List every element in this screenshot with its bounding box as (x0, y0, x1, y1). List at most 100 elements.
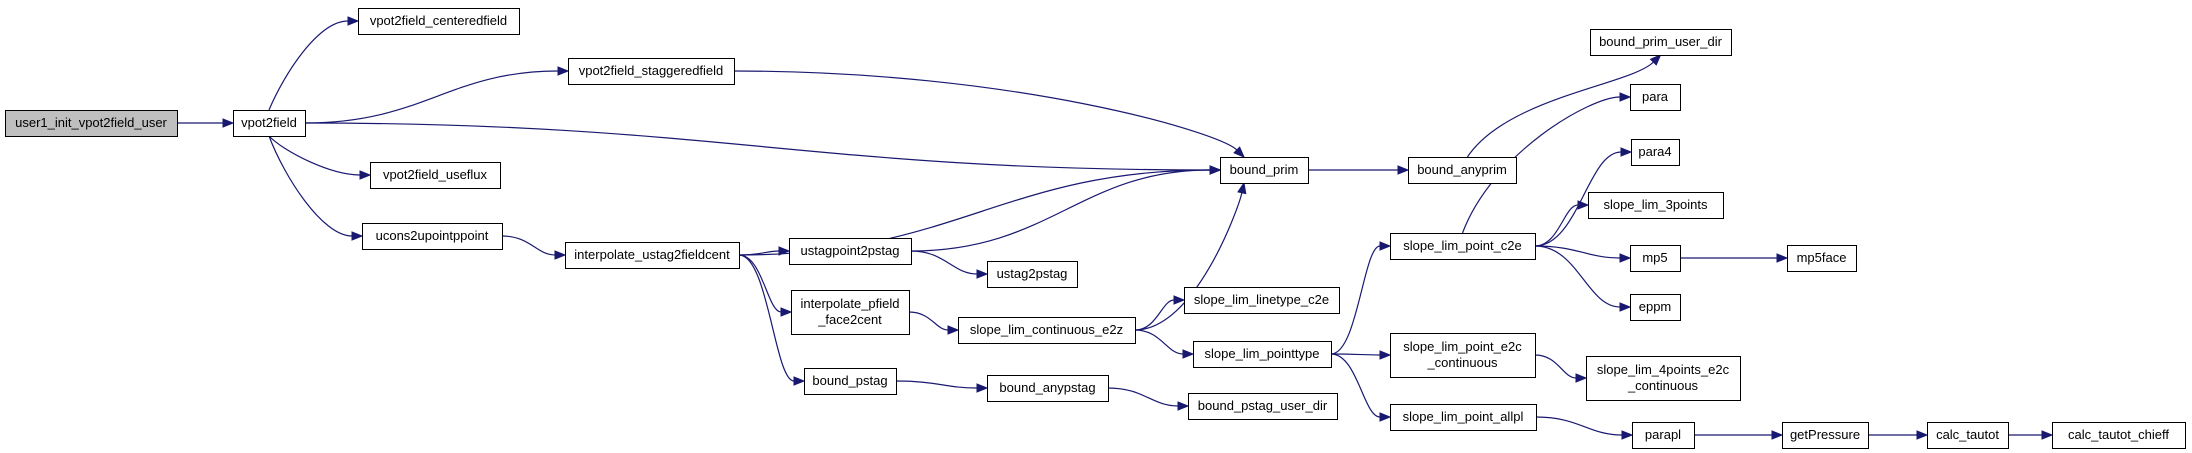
edge-slope_lim_point_c2e-to-para (1461, 96, 1621, 234)
node-vpot2field_useflux[interactable]: vpot2field_useflux (370, 162, 501, 189)
node-label: _continuous (1426, 355, 1498, 370)
node-para[interactable]: para (1630, 84, 1681, 111)
arrowhead-icon (347, 16, 360, 26)
arrowhead-icon (1619, 253, 1632, 263)
node-interpolate_ustag2fieldcent[interactable]: interpolate_ustag2fieldcent (565, 242, 740, 269)
arrowhead-icon (1620, 147, 1633, 157)
node-box (804, 368, 897, 395)
node-box (1390, 333, 1536, 378)
edge-ucons2upointppoint-to-interpolate_ustag2fieldcent (501, 235, 556, 256)
node-vpot2field_centeredfield[interactable]: vpot2field_centeredfield (358, 8, 520, 35)
node-bound_anyprim[interactable]: bound_anyprim (1408, 157, 1517, 184)
edge-vpot2field-to-vpot2field_centeredfield (268, 20, 349, 111)
node-label: _continuous (1627, 378, 1699, 393)
node-label: interpolate_ustag2fieldcent (574, 247, 730, 262)
arrowhead-icon (1916, 430, 1929, 440)
arrowhead-icon (1379, 241, 1392, 251)
node-label: vpot2field_useflux (383, 167, 488, 182)
node-user1_init_vpot2field_user[interactable]: user1_init_vpot2field_user (5, 110, 178, 137)
node-label: slope_lim_point_allpl (1403, 409, 1524, 424)
node-label: para (1642, 89, 1669, 104)
node-bound_pstag_user_dir[interactable]: bound_pstag_user_dir (1188, 393, 1338, 420)
arrowhead-icon (359, 170, 372, 180)
node-ustagpoint2pstag[interactable]: ustagpoint2pstag (789, 238, 912, 265)
node-box (958, 317, 1136, 344)
node-calc_tautot[interactable]: calc_tautot (1927, 422, 2009, 449)
arrowhead-icon (1237, 181, 1247, 195)
arrowhead-icon (351, 231, 364, 241)
edge-slope_lim_continuous_e2z-to-bound_prim (1134, 192, 1243, 331)
edge-slope_lim_pointtype-to-slope_lim_point_e2c_continuous (1330, 353, 1381, 356)
arrowhead-icon (1209, 165, 1222, 175)
arrowhead-icon (554, 250, 567, 260)
node-getPressure[interactable]: getPressure (1782, 422, 1869, 449)
edge-ustagpoint2pstag-to-ustag2pstag (910, 250, 978, 275)
node-slope_lim_point_e2c_continuous[interactable]: slope_lim_point_e2c_continuous (1390, 333, 1536, 378)
edge-slope_lim_pointtype-to-slope_lim_point_allpl (1330, 353, 1381, 418)
node-mp5[interactable]: mp5 (1630, 245, 1681, 272)
node-label: vpot2field_centeredfield (370, 13, 507, 28)
node-interpolate_pfield_face2cent[interactable]: interpolate_pfield_face2cent (791, 290, 910, 335)
node-eppm[interactable]: eppm (1630, 294, 1681, 321)
node-vpot2field_staggeredfield[interactable]: vpot2field_staggeredfield (568, 58, 735, 85)
node-box (1586, 356, 1741, 401)
arrowhead-icon (976, 269, 989, 279)
node-box (1590, 29, 1732, 56)
node-label: calc_tautot_chieff (2068, 427, 2169, 442)
node-para4[interactable]: para4 (1631, 139, 1680, 166)
arrowhead-icon (778, 246, 791, 256)
arrowhead-icon (557, 66, 570, 76)
node-box (1631, 139, 1680, 166)
edge-slope_lim_continuous_e2z-to-slope_lim_pointtype (1134, 329, 1184, 355)
node-box (233, 110, 306, 137)
node-label: para4 (1638, 144, 1671, 159)
node-label: interpolate_pfield (800, 296, 899, 311)
node-slope_lim_pointtype[interactable]: slope_lim_pointtype (1193, 341, 1332, 368)
node-ucons2upointppoint[interactable]: ucons2upointppoint (362, 223, 503, 250)
node-label: eppm (1639, 299, 1672, 314)
edge-slope_lim_continuous_e2z-to-slope_lim_linetype_c2e (1134, 299, 1175, 331)
node-box (2052, 422, 2186, 449)
node-label: ustagpoint2pstag (800, 243, 899, 258)
node-box (568, 58, 735, 85)
node-slope_lim_point_allpl[interactable]: slope_lim_point_allpl (1390, 404, 1537, 431)
node-slope_lim_4points_e2c_continuous[interactable]: slope_lim_4points_e2c_continuous (1586, 356, 1741, 401)
edge-vpot2field_staggeredfield-to-bound_prim (733, 70, 1238, 151)
node-vpot2field[interactable]: vpot2field (233, 110, 306, 137)
node-box (1184, 287, 1340, 314)
node-slope_lim_linetype_c2e[interactable]: slope_lim_linetype_c2e (1184, 287, 1340, 314)
edge-vpot2field-to-bound_prim (304, 122, 1211, 171)
edge-slope_lim_point_c2e-to-para4 (1534, 151, 1622, 247)
node-bound_prim[interactable]: bound_prim (1220, 157, 1309, 184)
node-bound_prim_user_dir[interactable]: bound_prim_user_dir (1590, 29, 1732, 56)
arrowhead-icon (1776, 253, 1789, 263)
arrowhead-icon (1173, 295, 1186, 305)
arrowhead-icon (1379, 350, 1392, 360)
node-calc_tautot_chieff[interactable]: calc_tautot_chieff (2052, 422, 2186, 449)
node-slope_lim_3points[interactable]: slope_lim_3points (1588, 192, 1724, 219)
arrowhead-icon (2041, 430, 2054, 440)
node-slope_lim_point_c2e[interactable]: slope_lim_point_c2e (1390, 233, 1536, 260)
node-label: slope_lim_point_c2e (1403, 238, 1522, 253)
arrowhead-icon (1397, 165, 1410, 175)
node-bound_anypstag[interactable]: bound_anypstag (987, 375, 1109, 402)
node-label: slope_lim_continuous_e2z (970, 322, 1123, 337)
node-slope_lim_continuous_e2z[interactable]: slope_lim_continuous_e2z (958, 317, 1136, 344)
node-label: slope_lim_3points (1603, 197, 1708, 212)
node-ustag2pstag[interactable]: ustag2pstag (987, 261, 1078, 288)
edge-interpolate_ustag2fieldcent-to-bound_pstag (738, 254, 795, 382)
edge-vpot2field-to-vpot2field_useflux (268, 135, 361, 176)
node-box (370, 162, 501, 189)
node-label: bound_pstag_user_dir (1198, 398, 1328, 413)
node-box (362, 223, 503, 250)
node-box (789, 238, 912, 265)
node-label: calc_tautot (1936, 427, 1999, 442)
arrowhead-icon (1233, 146, 1245, 158)
node-bound_pstag[interactable]: bound_pstag (804, 368, 897, 395)
node-box (1390, 233, 1536, 260)
node-parapl[interactable]: parapl (1632, 422, 1695, 449)
node-mp5face[interactable]: mp5face (1787, 245, 1857, 272)
node-label: vpot2field_staggeredfield (579, 63, 724, 78)
node-box (1630, 294, 1681, 321)
edge-vpot2field-to-vpot2field_staggeredfield (304, 70, 559, 124)
